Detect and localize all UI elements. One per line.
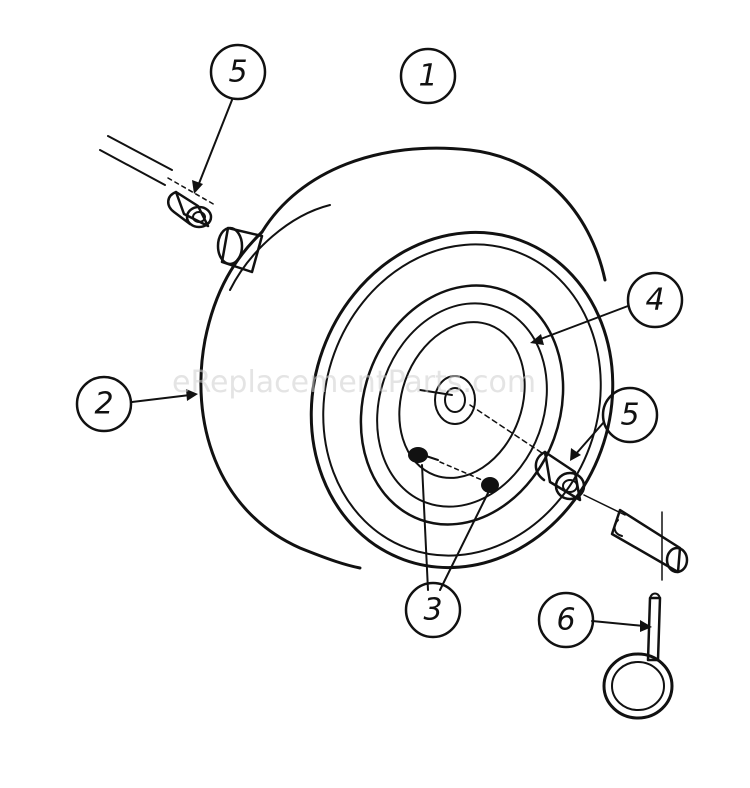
spacer-bushing-left [167, 190, 213, 229]
spacer-bushing-right [534, 450, 586, 502]
callout-1: 1 [399, 47, 457, 105]
wheel-rim [359, 284, 565, 526]
callout-5b: 5 [601, 386, 659, 444]
watermark-text: eReplacementParts.com [172, 365, 536, 400]
tire [199, 146, 615, 570]
leader-lines [131, 99, 652, 632]
callout-3: 3 [404, 581, 462, 639]
axle-end-pin [610, 508, 689, 581]
callout-5a: 5 [209, 43, 267, 101]
axle-shaft [99, 135, 216, 206]
callout-6: 6 [537, 591, 595, 649]
callout-1-label: 1 [418, 59, 437, 94]
callout-6-label: 6 [556, 603, 575, 638]
callout-3-label: 3 [423, 593, 442, 628]
callout-5a-label: 5 [228, 55, 247, 90]
callout-2-label: 2 [94, 387, 113, 422]
ring-pin [602, 592, 674, 720]
callout-5b-label: 5 [620, 398, 639, 433]
grease-fittings [408, 447, 499, 493]
callout-4-label: 4 [645, 283, 664, 318]
callout-2: 2 [75, 375, 133, 433]
callout-4: 4 [626, 271, 684, 329]
rear-hub [216, 226, 264, 274]
